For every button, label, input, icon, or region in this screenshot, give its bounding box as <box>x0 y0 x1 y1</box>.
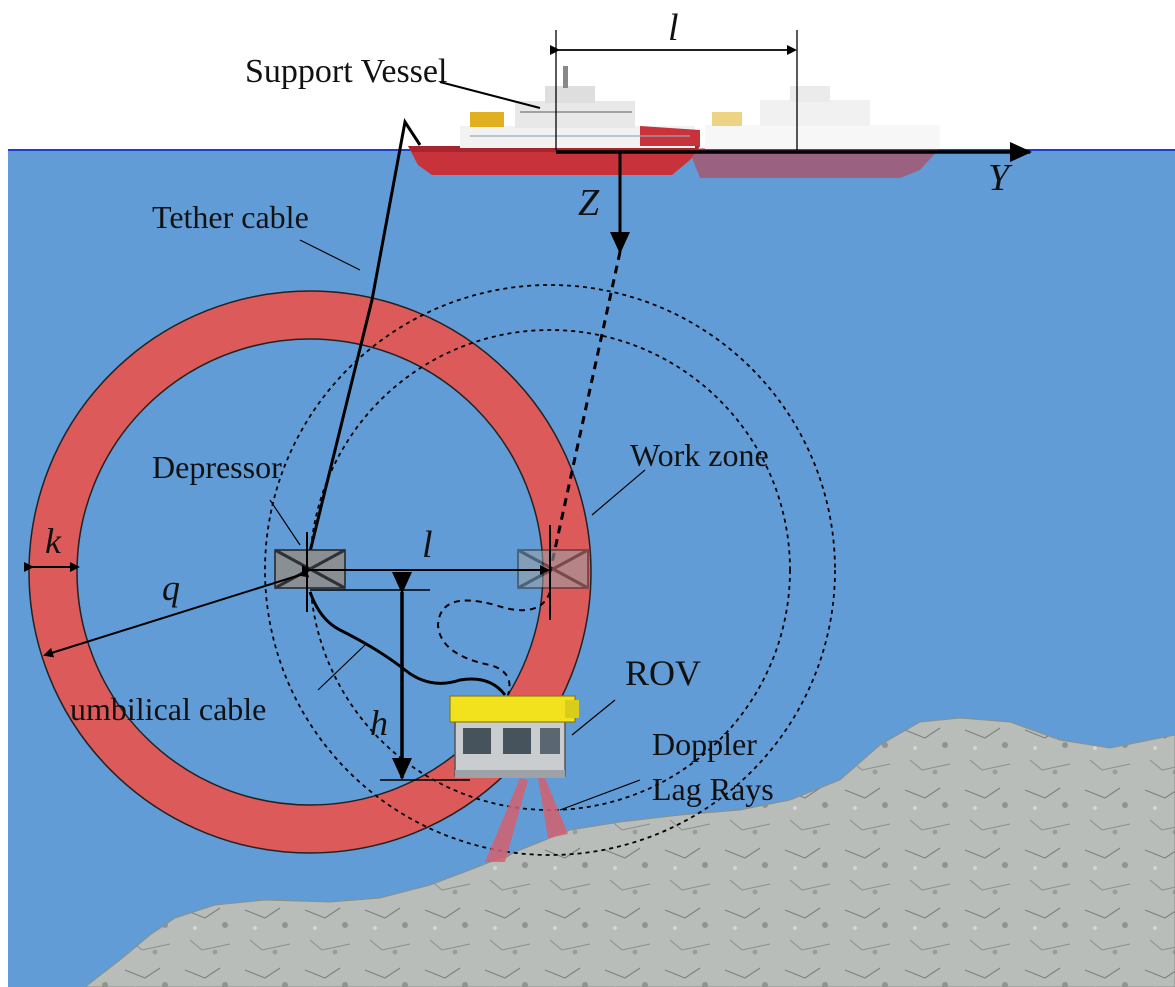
doppler-label-line2: Lag Rays <box>652 771 774 807</box>
umbilical-cable <box>308 591 507 696</box>
offset-dimension-top <box>550 30 798 150</box>
tether-cable-label: Tether cable <box>152 199 309 235</box>
z-axis-label: Z <box>578 182 600 224</box>
ring-width-symbol: k <box>45 521 62 561</box>
rov-pointer <box>571 699 616 736</box>
umbilical-cable-pointer <box>317 644 366 691</box>
umbilical-cable-label: umbilical cable <box>70 691 266 727</box>
offset-symbol-top: l <box>668 7 679 49</box>
rov-label: ROV <box>625 653 701 693</box>
depressor-label: Depressor <box>152 449 282 485</box>
rov-vehicle <box>449 695 579 778</box>
doppler-beam-right <box>538 778 568 838</box>
umbilical-cable-shifted <box>436 591 551 696</box>
support-vessel-shifted <box>688 86 940 178</box>
doppler-pointer <box>559 779 641 811</box>
doppler-label-line1: Doppler <box>652 726 757 762</box>
seabed-rock <box>84 717 1175 987</box>
depressor-pointer <box>269 499 301 546</box>
tether-cable-pointer <box>299 239 361 271</box>
offset-symbol-mid: l <box>422 524 433 566</box>
work-zone-pointer <box>591 469 646 516</box>
work-zone-outer-circle <box>264 284 836 856</box>
support-vessel-label: Support Vessel <box>245 53 447 90</box>
doppler-beam-left <box>485 778 528 862</box>
ring-radius-symbol: q <box>162 568 180 608</box>
tether-cable <box>303 118 422 573</box>
depth-symbol: h <box>370 703 388 743</box>
work-zone-label: Work zone <box>630 437 769 473</box>
ring-radius-dimension <box>43 567 310 658</box>
tether-cable-shifted <box>548 251 622 573</box>
ring-outer-edge <box>28 290 592 854</box>
y-axis-label: Y <box>988 157 1013 199</box>
support-vessel-pointer <box>439 81 541 109</box>
